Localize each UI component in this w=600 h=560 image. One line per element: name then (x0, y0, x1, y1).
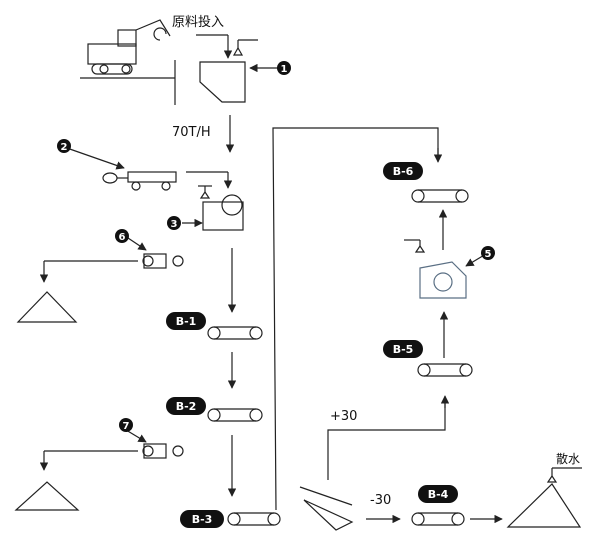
svg-text:B-1: B-1 (176, 315, 197, 328)
marker-7: 7 (119, 418, 133, 432)
svg-text:1: 1 (281, 64, 288, 75)
badge-b4: B-4 (418, 485, 458, 503)
stockpile-1 (16, 291, 78, 323)
marker-5: 5 (481, 246, 495, 260)
badge-b2: B-2 (166, 397, 206, 415)
marker-2: 2 (57, 139, 71, 153)
product-stockpile (506, 483, 582, 528)
conveyor-b3 (227, 512, 281, 526)
svg-text:B-3: B-3 (192, 513, 213, 526)
conveyor-b6 (411, 189, 469, 203)
sprinkler-icon-water (546, 474, 558, 483)
svg-text:5: 5 (485, 249, 492, 260)
marker-7-arrow (125, 429, 147, 443)
badge-b1: B-1 (166, 312, 206, 330)
raw-feed-label: 原料投入 (172, 14, 224, 30)
screen-6 (142, 253, 184, 269)
svg-text:7: 7 (123, 421, 130, 432)
svg-text:B-2: B-2 (176, 400, 197, 413)
vibrating-screen (299, 486, 354, 531)
svg-text:6: 6 (119, 232, 126, 243)
svg-text:B-6: B-6 (393, 165, 414, 178)
svg-text:2: 2 (61, 142, 68, 153)
secondary-crusher-5 (419, 261, 467, 299)
conveyor-labels: B-1 B-2 B-3 B-4 B-5 B-6 (166, 162, 458, 528)
plus-30-line (327, 399, 446, 480)
svg-text:3: 3 (171, 219, 178, 230)
badge-b6: B-6 (383, 162, 423, 180)
badge-b3: B-3 (180, 510, 224, 528)
excavator-icon (80, 19, 175, 79)
screen-7 (142, 443, 184, 459)
rate-label: 70T/H (172, 125, 211, 140)
stockpile-2 (14, 481, 80, 511)
badge-b5: B-5 (383, 340, 423, 358)
conveyor-b1 (207, 326, 263, 340)
numbered-markers: 1 2 3 5 6 7 (57, 61, 495, 432)
sprinkler-icon-2 (199, 190, 211, 199)
marker-6-arrow (127, 237, 147, 251)
marker-6: 6 (115, 229, 129, 243)
marker-1: 1 (277, 61, 291, 75)
water-spray-label: 散水 (556, 451, 580, 466)
conveyor-b5 (417, 363, 473, 377)
sprinkler-icon-5 (414, 244, 426, 253)
jaw-crusher (202, 194, 244, 231)
svg-text:B-5: B-5 (393, 343, 414, 356)
marker-3: 3 (167, 216, 181, 230)
conveyor-b2 (207, 408, 263, 422)
svg-text:B-4: B-4 (428, 488, 449, 501)
return-line-to-b6 (272, 127, 439, 511)
feed-hopper (199, 61, 246, 103)
conveyor-b4 (411, 512, 465, 526)
minus-30-label: -30 (370, 493, 391, 508)
sprinkler-icon-1 (232, 46, 244, 56)
vibrating-feeder (102, 171, 177, 191)
marker-2-arrow (63, 146, 125, 170)
plus-30-label: +30 (330, 409, 357, 424)
